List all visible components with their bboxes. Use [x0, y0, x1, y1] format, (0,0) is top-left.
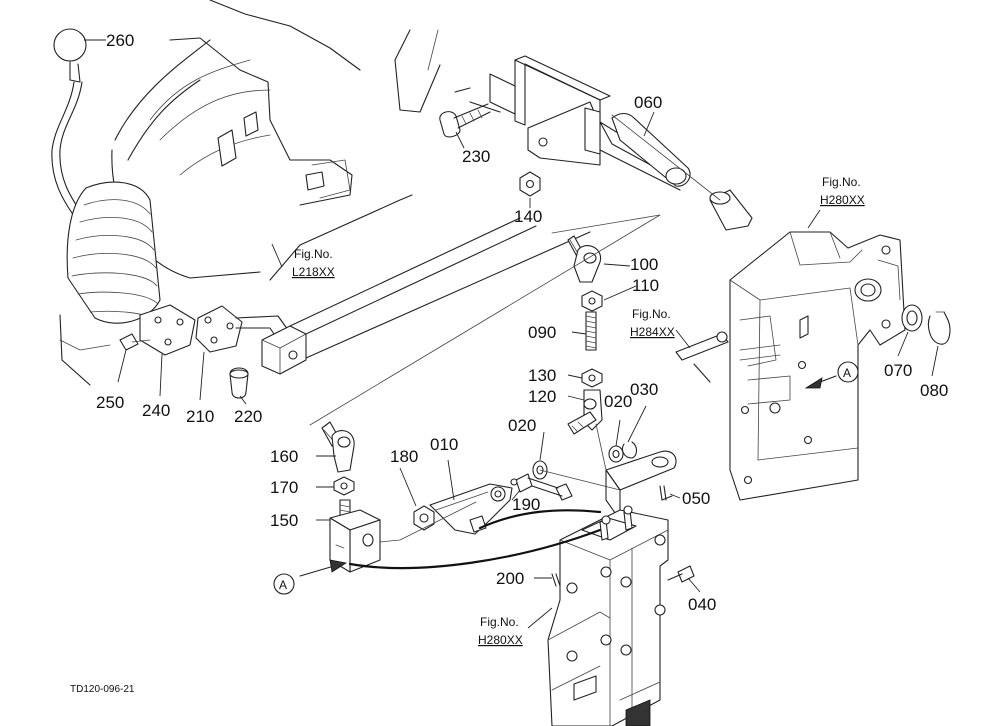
fig-ref-title-1: Fig.No. [294, 247, 333, 261]
part-number-210: 210 [186, 407, 214, 426]
part-number-180: 180 [390, 447, 418, 466]
fig-ref-title-3: Fig.No. [632, 307, 671, 321]
pin-h284 [675, 331, 729, 383]
part-number-160: 160 [270, 447, 298, 466]
part-number-200: 200 [496, 569, 524, 588]
part-number-010: 010 [430, 435, 458, 454]
part-leaders [84, 39, 939, 593]
part-number-020-lower: 020 [508, 416, 536, 435]
fig-ref-number-3: H284XX [630, 325, 675, 339]
circlip-080 [927, 311, 951, 345]
lever-rod-assembly [119, 217, 591, 399]
washer-020-upper [608, 445, 624, 463]
rod-090 [585, 311, 597, 351]
clip-030 [621, 441, 638, 459]
part-number-labels: 260 230 060 140 100 110 090 130 120 020 … [96, 31, 948, 614]
part-number-020-upper: 020 [604, 392, 632, 411]
part-number-120: 120 [528, 387, 556, 406]
bushing [709, 189, 753, 231]
pin-040 [667, 565, 695, 583]
bolt-190 [510, 473, 573, 501]
nut-110 [581, 290, 603, 312]
part-number-220: 220 [234, 407, 262, 426]
rod-end-100 [567, 235, 602, 283]
marker-arrows [299, 375, 837, 577]
part-number-060: 060 [634, 93, 662, 112]
part-number-230: 230 [462, 147, 490, 166]
fig-ref-number-4: H280XX [478, 633, 523, 647]
nut-140 [519, 171, 541, 197]
control-valve-body [547, 505, 669, 726]
washer-070 [901, 304, 923, 332]
rod-end-160 [321, 421, 355, 473]
marker-a-label-left: A [279, 578, 287, 592]
fig-ref-number-2: H280XX [820, 193, 865, 207]
plate-240 [139, 304, 196, 356]
bracket-150 [329, 499, 381, 573]
fig-ref-title-2: Fig.No. [822, 175, 861, 189]
lever-plate-010 [429, 483, 513, 535]
rod-end-120 [567, 389, 603, 435]
shaft-bracket [454, 55, 691, 191]
part-number-190: 190 [512, 495, 540, 514]
fig-ref-title-4: Fig.No. [480, 615, 519, 629]
part-number-040: 040 [688, 595, 716, 614]
part-number-170: 170 [270, 478, 298, 497]
valve-housing-right [729, 231, 906, 501]
figure-references: Fig.No. L218XX Fig.No. H280XX Fig.No. H2… [292, 175, 865, 647]
lever-knob [53, 28, 87, 62]
part-number-140: 140 [514, 207, 542, 226]
lever-boot [66, 181, 161, 324]
nut-130 [581, 368, 603, 388]
part-number-110: 110 [632, 276, 659, 295]
part-number-100: 100 [630, 255, 658, 274]
part-number-080: 080 [920, 381, 948, 400]
fig-ref-number-1: L218XX [292, 265, 335, 279]
marker-a-circle-left [273, 573, 295, 595]
part-number-070: 070 [884, 361, 912, 380]
nut-170 [333, 476, 355, 496]
part-number-090: 090 [528, 323, 556, 342]
marker-a-circle-right [837, 361, 859, 383]
part-number-150: 150 [270, 511, 298, 530]
part-number-260: 260 [106, 31, 134, 50]
fender-body-outline [59, 0, 441, 386]
pin-050 [659, 485, 673, 501]
figure-ref-leaders [271, 209, 821, 629]
bolt-250 [119, 333, 139, 351]
document-code: TD120-096-21 [70, 684, 135, 695]
part-number-030: 030 [630, 380, 658, 399]
nut-180 [413, 505, 435, 531]
part-number-050: 050 [682, 489, 710, 508]
bolt-230 [439, 103, 491, 138]
part-number-240: 240 [142, 401, 170, 420]
plate-210 [195, 305, 243, 353]
clip-200 [551, 573, 561, 587]
marker-a-label-right: A [843, 366, 851, 380]
part-number-130: 130 [528, 366, 556, 385]
view-markers: A A [279, 366, 851, 592]
part-number-250: 250 [96, 393, 124, 412]
assembly-guide-lines [309, 114, 721, 543]
connecting-cables [348, 509, 602, 570]
link-plate [605, 450, 677, 521]
